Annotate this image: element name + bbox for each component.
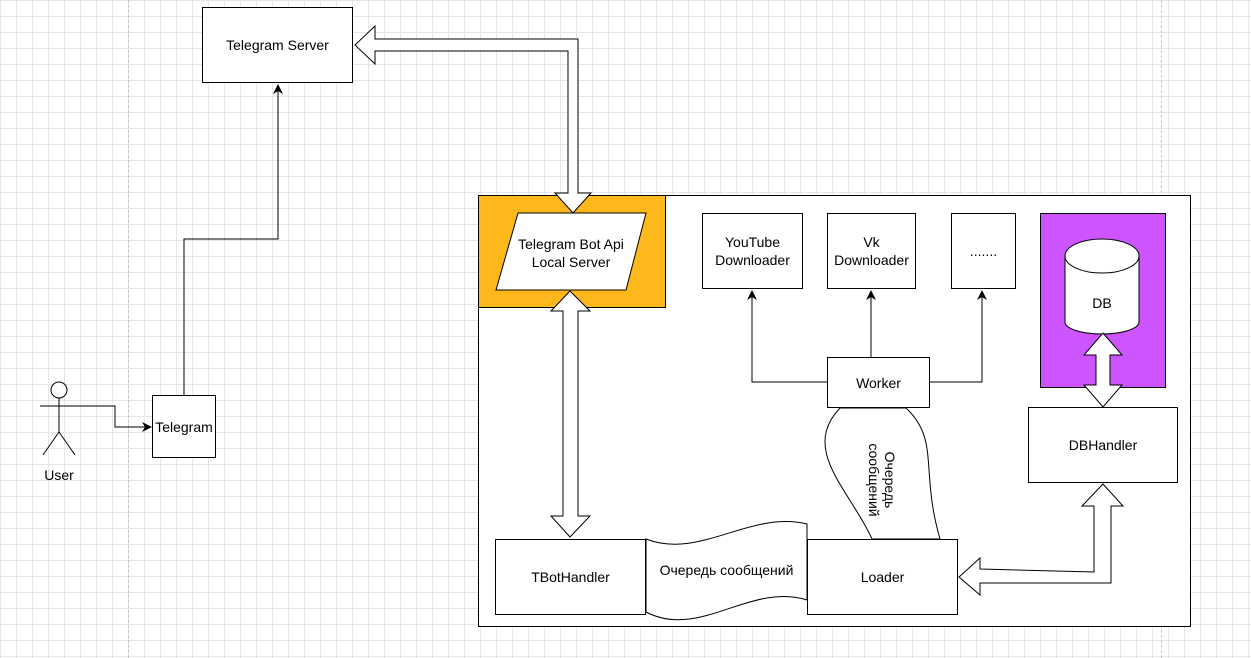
worker-label: Worker bbox=[856, 374, 901, 391]
telegram-client-node[interactable]: Telegram bbox=[152, 395, 216, 458]
user-label: User bbox=[44, 467, 74, 483]
server-botapi-double-arrow bbox=[354, 24, 593, 214]
dbhandler-label: DBHandler bbox=[1068, 437, 1138, 453]
telegram-server-node[interactable]: Telegram Server bbox=[202, 7, 353, 83]
worker-node[interactable]: Worker bbox=[827, 357, 930, 408]
tbothandler-node[interactable]: TBotHandler bbox=[495, 539, 646, 615]
horizontal-queue-shape bbox=[645, 521, 808, 621]
telegram-client-label: Telegram bbox=[155, 418, 213, 435]
bot-api-shape bbox=[495, 212, 647, 291]
tbothandler-label: TBotHandler bbox=[531, 569, 610, 585]
user-actor-icon bbox=[40, 381, 78, 456]
vertical-queue-shape bbox=[824, 407, 941, 540]
more-downloaders-node[interactable]: ....... bbox=[951, 213, 1016, 289]
db-dbhandler-double-arrow bbox=[1082, 332, 1124, 408]
worker-to-more-connector bbox=[930, 290, 987, 383]
user-to-telegram-connector bbox=[78, 405, 152, 432]
worker-to-youtube-connector bbox=[747, 290, 827, 383]
botapi-tbothandler-double-arrow bbox=[549, 290, 592, 538]
telegram-server-label: Telegram Server bbox=[226, 37, 329, 53]
more-downloaders-label: ....... bbox=[969, 243, 998, 259]
loader-label: Loader bbox=[860, 569, 905, 585]
page-guide-left bbox=[128, 0, 129, 658]
db-cylinder-icon bbox=[1064, 238, 1140, 335]
telegram-to-server-connector bbox=[183, 84, 283, 395]
db-label: DB bbox=[1092, 295, 1112, 311]
loader-dbhandler-double-arrow bbox=[958, 483, 1125, 597]
horizontal-queue-label: Очередь сообщений bbox=[659, 562, 794, 578]
